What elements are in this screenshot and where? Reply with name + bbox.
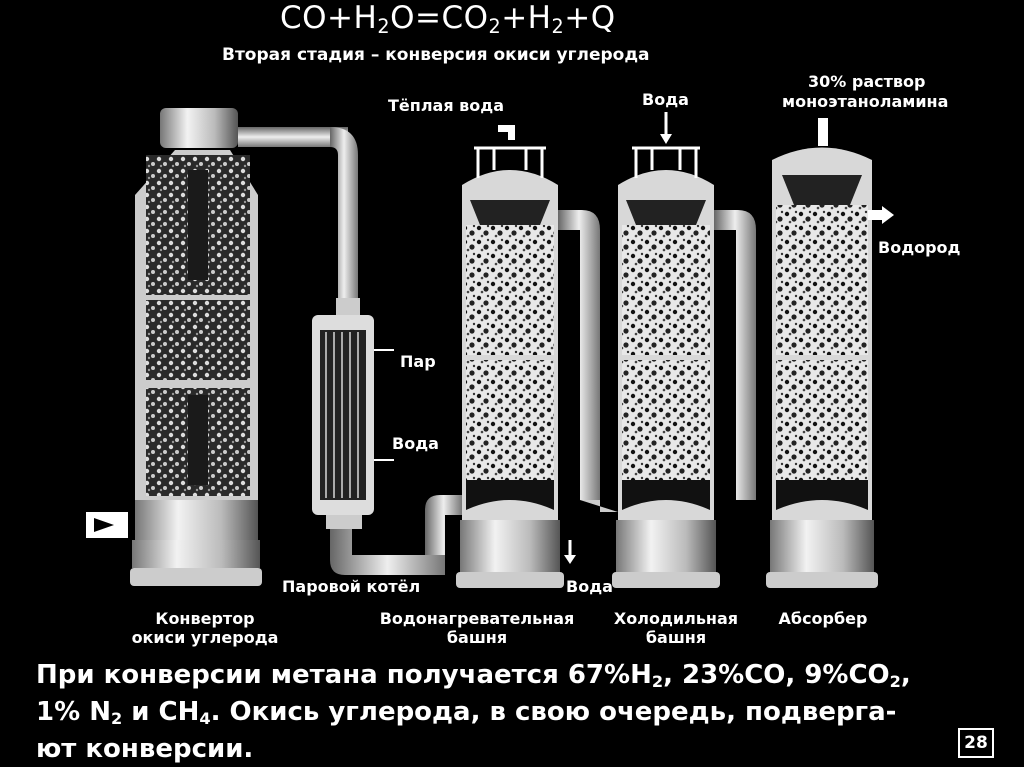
label-water-out: Вода xyxy=(566,577,613,596)
label-water-top: Вода xyxy=(642,90,689,109)
label-warm-water: Тёплая вода xyxy=(388,96,505,115)
converter xyxy=(86,108,358,586)
caption-text: При конверсии метана получается 67%Н2, 2… xyxy=(36,660,911,765)
cooling-tower xyxy=(612,112,756,588)
label-steam-boiler: Паровой котёл xyxy=(282,577,421,596)
label-mea-line2: моноэтаноламина xyxy=(782,92,949,111)
reaction-equation: CO+H2O=CO2+H2+Q xyxy=(280,0,616,38)
label-water-boiler: Вода xyxy=(392,434,439,453)
label-heating-tower: Водонагревательная башня xyxy=(379,609,575,647)
page-number: 28 xyxy=(958,728,994,758)
stage-subtitle: Вторая стадия – конверсия окиси углерода xyxy=(222,45,650,65)
label-converter: Конвертор окиси углерода xyxy=(131,609,279,647)
label-mea-line1: 30% раствор xyxy=(808,72,926,91)
steam-boiler xyxy=(312,298,462,575)
label-steam: Пар xyxy=(400,352,436,371)
heating-tower xyxy=(456,125,620,588)
label-hydrogen: Водород xyxy=(878,238,961,257)
absorber xyxy=(766,118,894,588)
label-cooling-tower: Холодильная башня xyxy=(613,609,739,647)
label-absorber: Абсорбер xyxy=(778,609,868,628)
